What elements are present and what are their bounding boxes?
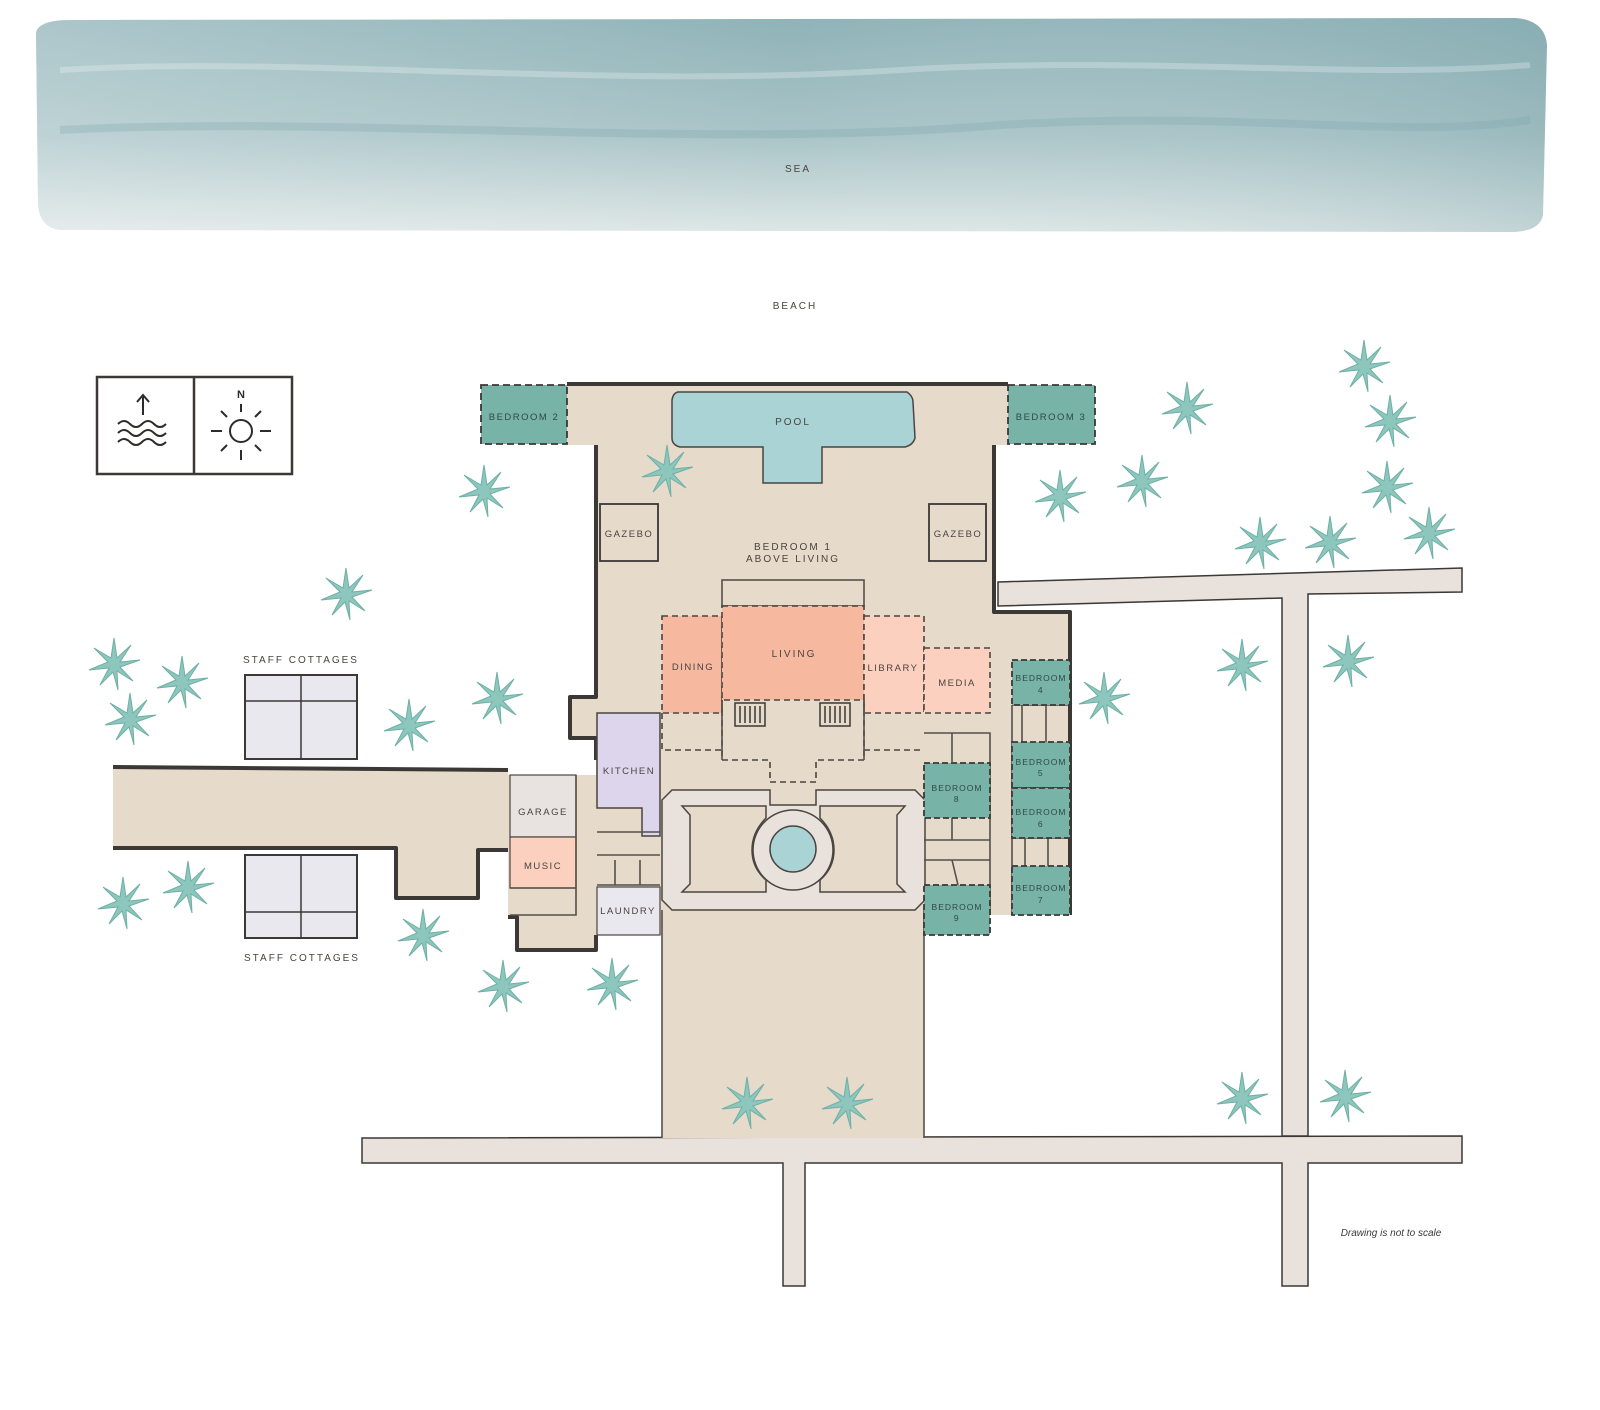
sea-label: SEA xyxy=(785,164,811,175)
room-dining: DINING xyxy=(661,615,723,714)
scale-note: Drawing is not to scale xyxy=(1341,1228,1442,1239)
bedroom-6-label-b: 6 xyxy=(1038,819,1044,829)
staff-cottages-bottom-label: STAFF COTTAGES xyxy=(244,953,360,964)
bedroom-5-label-a: BEDROOM xyxy=(1016,757,1067,767)
palm-tree-icon xyxy=(1364,394,1417,448)
bedroom-9-label-a: BEDROOM xyxy=(932,902,983,912)
palm-tree-icon xyxy=(162,860,215,914)
palm-tree-icon xyxy=(1322,634,1375,688)
kitchen-label: KITCHEN xyxy=(603,766,655,777)
hall-partitions xyxy=(661,700,924,783)
palm-tree-icon xyxy=(1216,638,1269,692)
bedroom-7-label-a: BEDROOM xyxy=(1016,883,1067,893)
gazebo-left: GAZEBO xyxy=(599,503,659,562)
sea: SEA xyxy=(36,18,1547,232)
palm-tree-icon xyxy=(1304,515,1357,569)
gazebo-left-label: GAZEBO xyxy=(605,529,654,540)
room-bedroom-9: BEDROOM 9 xyxy=(923,884,991,936)
room-bedroom-7: BEDROOM 7 xyxy=(1011,865,1071,916)
gazebo-right: GAZEBO xyxy=(928,503,987,562)
east-wing-partitions xyxy=(924,704,1070,915)
palm-tree-icon xyxy=(97,876,150,930)
palm-tree-icon xyxy=(88,637,141,691)
palm-tree-icon xyxy=(397,908,450,962)
beach-label: BEACH xyxy=(773,301,817,312)
palm-tree-icon xyxy=(1338,339,1391,393)
music-label: MUSIC xyxy=(524,861,562,872)
room-bedroom-4: BEDROOM 4 xyxy=(1011,659,1071,706)
pool: POOL xyxy=(671,391,916,484)
room-media: MEDIA xyxy=(923,647,991,714)
room-kitchen: KITCHEN xyxy=(596,712,661,837)
bedroom-8-label-a: BEDROOM xyxy=(932,783,983,793)
palm-tree-icon xyxy=(1234,516,1287,570)
staff-cottages-top-label: STAFF COTTAGES xyxy=(243,655,359,666)
palm-tree-icon xyxy=(156,655,209,709)
wave-arrow-icon xyxy=(117,393,167,446)
palm-tree-icon xyxy=(586,957,639,1011)
palm-tree-icon xyxy=(1361,460,1414,514)
sun-compass-icon xyxy=(211,404,271,460)
room-bedroom-5: BEDROOM 5 xyxy=(1011,741,1071,789)
house-footprint xyxy=(112,382,1072,1138)
palm-tree-icon xyxy=(471,671,524,725)
dining-label: DINING xyxy=(672,662,714,673)
fountain xyxy=(769,825,817,873)
pool-label: POOL xyxy=(775,417,811,428)
room-bedroom-8: BEDROOM 8 xyxy=(923,762,991,819)
palm-tree-icon xyxy=(1319,1069,1372,1123)
room-bedroom-3: BEDROOM 3 xyxy=(1007,384,1096,445)
room-music: MUSIC xyxy=(509,836,577,889)
library-label: LIBRARY xyxy=(868,663,919,674)
bedroom-5-label-b: 5 xyxy=(1038,768,1044,778)
room-bedroom-6: BEDROOM 6 xyxy=(1011,787,1071,839)
bedroom-4-label-a: BEDROOM xyxy=(1016,673,1067,683)
garage-label: GARAGE xyxy=(518,807,568,818)
palm-tree-icon xyxy=(1116,454,1169,508)
room-garage: GARAGE xyxy=(509,774,577,838)
north-label: N xyxy=(237,389,245,401)
bedroom-7-label-b: 7 xyxy=(1038,895,1044,905)
palm-tree-icon xyxy=(1216,1071,1269,1125)
courtyard xyxy=(661,789,926,911)
bedroom-2-label: BEDROOM 2 xyxy=(489,412,560,423)
palm-tree-icon xyxy=(320,567,373,621)
legend-box: N xyxy=(95,375,294,476)
palm-tree-icon xyxy=(1403,506,1456,560)
room-bedroom-2: BEDROOM 2 xyxy=(480,384,568,445)
bedroom-3-label: BEDROOM 3 xyxy=(1016,412,1087,423)
bedroom-1-label: BEDROOM 1 xyxy=(754,542,832,553)
palm-tree-icon xyxy=(104,692,157,746)
bedroom-9-label-b: 9 xyxy=(954,913,960,923)
palm-tree-icon xyxy=(383,698,436,752)
stairs xyxy=(734,702,851,727)
room-library: LIBRARY xyxy=(863,615,925,714)
laundry-label: LAUNDRY xyxy=(600,906,656,917)
palm-tree-icon xyxy=(1034,469,1087,523)
staff-cottages-bottom: STAFF COTTAGES xyxy=(244,854,360,964)
palm-tree-icon xyxy=(477,959,530,1013)
room-living: LIVING xyxy=(721,605,865,701)
palm-tree-icon xyxy=(1078,671,1131,725)
palm-tree-icon xyxy=(1161,381,1214,435)
room-laundry: LAUNDRY xyxy=(596,886,661,936)
palm-tree-icon xyxy=(458,464,511,518)
media-label: MEDIA xyxy=(938,678,976,689)
bedroom-4-label-b: 4 xyxy=(1038,685,1044,695)
living-label: LIVING xyxy=(772,649,817,660)
gazebo-right-label: GAZEBO xyxy=(934,529,983,540)
staff-cottages-top: STAFF COTTAGES xyxy=(243,655,359,760)
bedroom-8-label-b: 8 xyxy=(954,794,960,804)
bedroom-6-label-a: BEDROOM xyxy=(1016,807,1067,817)
above-living-label: ABOVE LIVING xyxy=(746,554,840,565)
